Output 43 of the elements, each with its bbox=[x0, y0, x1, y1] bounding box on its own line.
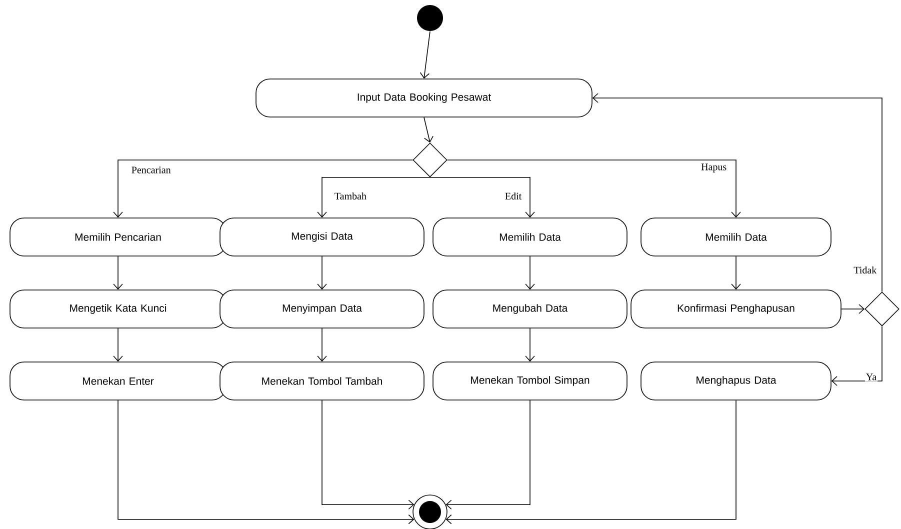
arrow bbox=[118, 400, 414, 524]
edge-label: Edit bbox=[504, 191, 523, 200]
decision-diamond bbox=[412, 142, 448, 178]
arrow bbox=[113, 328, 123, 362]
activity-box: Menghapus Data bbox=[640, 362, 832, 400]
arrow bbox=[317, 328, 327, 362]
arrow bbox=[322, 400, 414, 510]
edge-label: Hapus bbox=[700, 162, 728, 174]
arrow bbox=[731, 256, 741, 290]
arrow bbox=[447, 160, 741, 218]
activity-box: Memilih Data bbox=[432, 218, 628, 256]
arrow bbox=[525, 256, 535, 290]
arrow bbox=[317, 256, 327, 290]
start-node bbox=[417, 5, 443, 31]
activity-box: Menekan Tombol Simpan bbox=[432, 362, 628, 400]
edge-label: Tidak bbox=[852, 265, 878, 274]
arrow bbox=[446, 400, 530, 510]
decision-diamond bbox=[864, 292, 900, 326]
activity-box: Menyimpan Data bbox=[220, 290, 424, 328]
activity-box: Memilih Pencarian bbox=[10, 218, 226, 256]
arrow bbox=[831, 326, 882, 386]
activity-box: Mengisi Data bbox=[220, 218, 424, 256]
activity-box: Memilih Data bbox=[640, 218, 832, 256]
arrow bbox=[430, 176, 535, 218]
activity-box: Menekan Tombol Tambah bbox=[220, 362, 424, 400]
activity-box: Mengetik Kata Kunci bbox=[10, 290, 226, 328]
edge-label: Ya bbox=[864, 372, 878, 382]
end-node bbox=[412, 494, 448, 529]
activity-box: Mengubah Data bbox=[432, 290, 628, 328]
arrow bbox=[113, 160, 413, 218]
arrow bbox=[841, 304, 865, 314]
arrow bbox=[420, 31, 430, 79]
arrow bbox=[592, 93, 882, 292]
arrow bbox=[446, 400, 736, 524]
arrow bbox=[113, 256, 123, 290]
arrow bbox=[525, 328, 535, 362]
edge-label: Pencarian bbox=[130, 166, 172, 174]
arrow bbox=[317, 176, 430, 218]
activity-box: Konfirmasi Penghapusan bbox=[630, 290, 842, 328]
activity-box: Input Data Booking Pesawat bbox=[256, 78, 592, 118]
activity-box: Menekan Enter bbox=[10, 362, 226, 400]
edge-label: Tambah bbox=[333, 191, 368, 200]
arrow bbox=[424, 117, 434, 143]
